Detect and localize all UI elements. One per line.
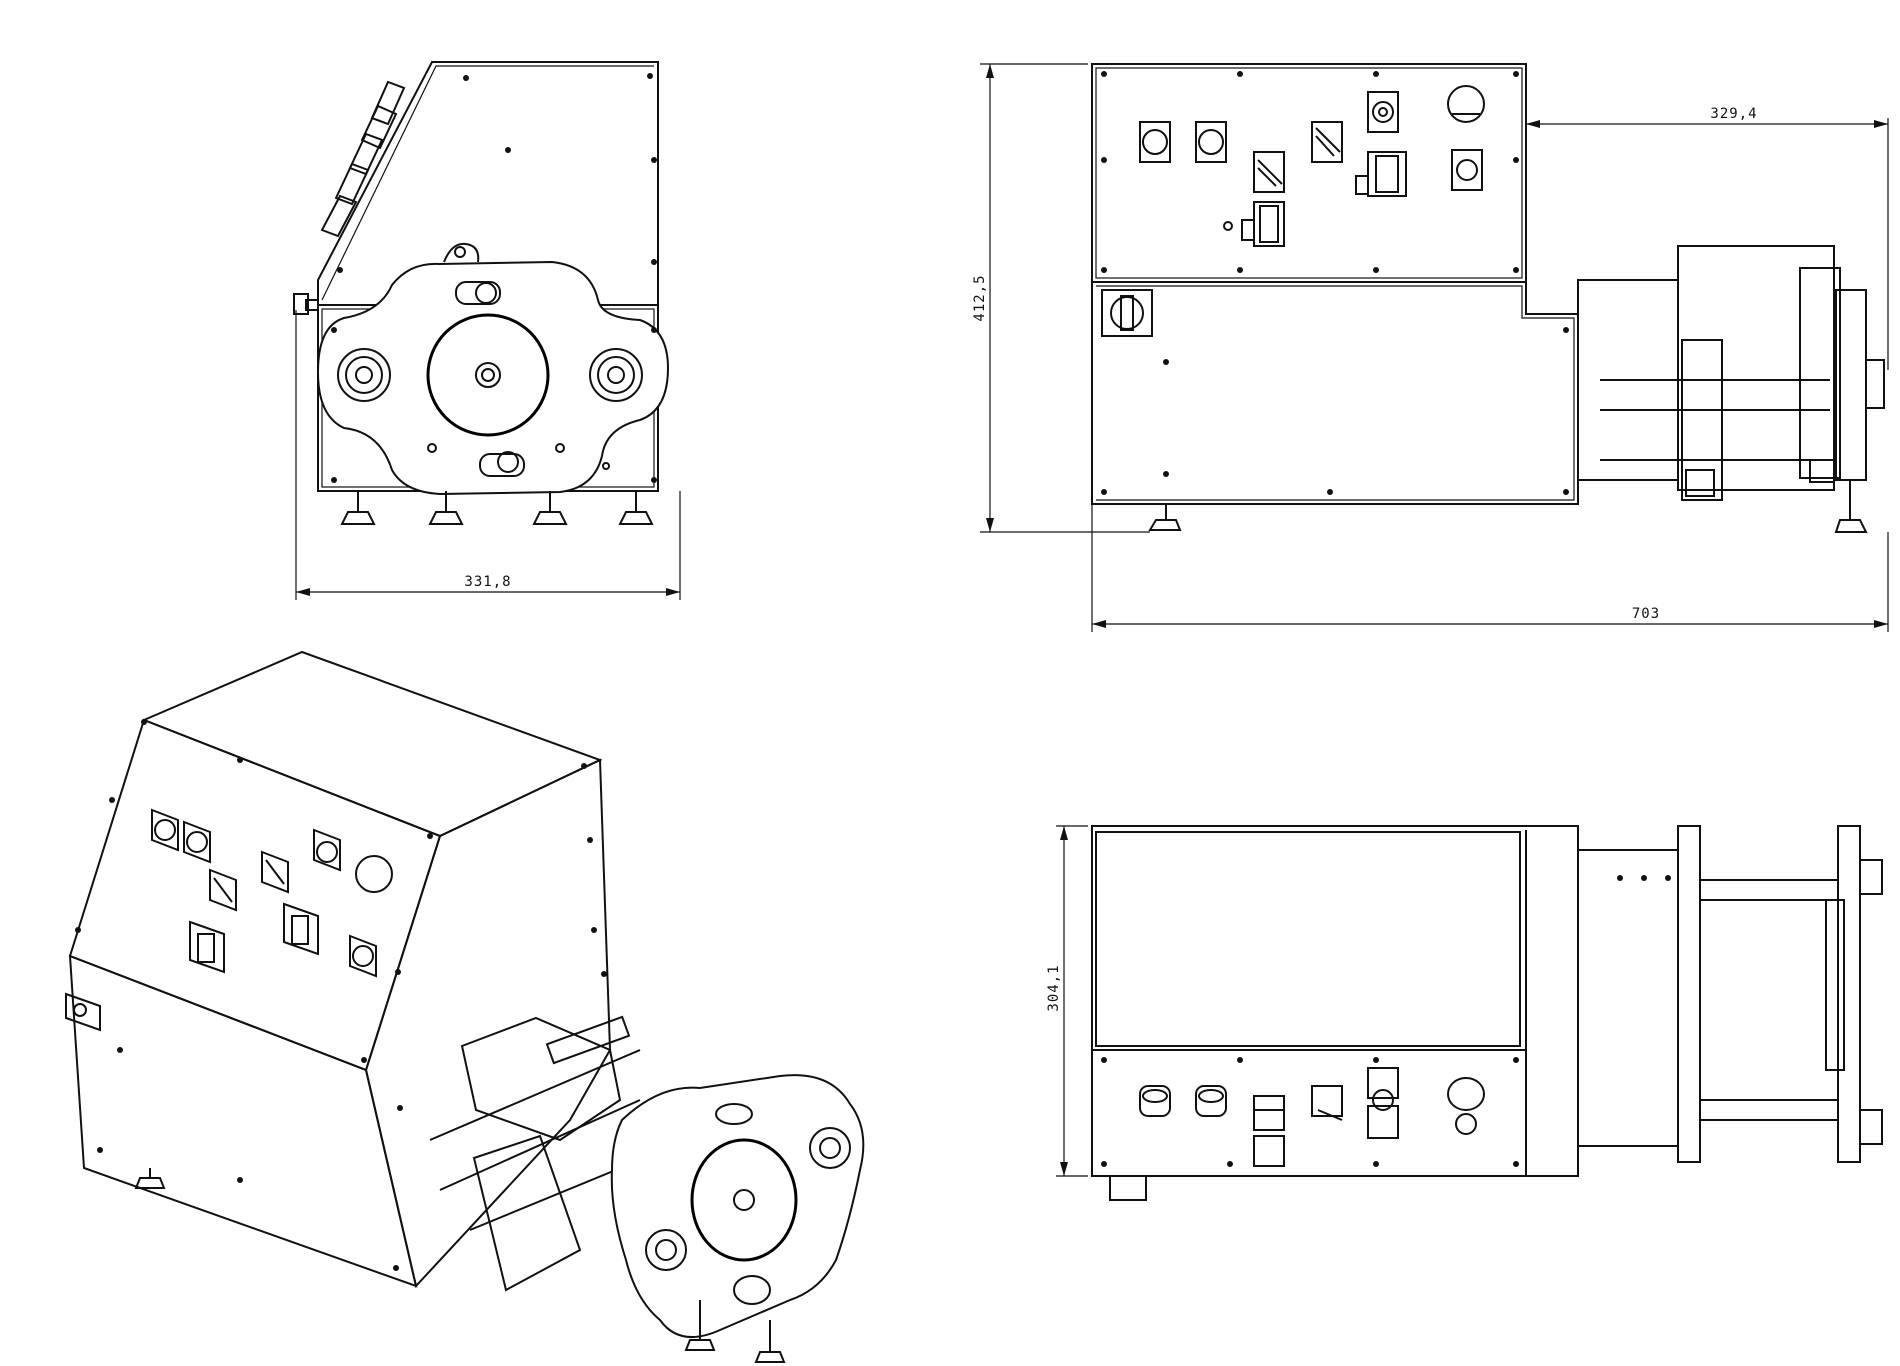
side-view-slope-buttons (320, 80, 406, 238)
front-view-main-switch (1101, 289, 1153, 337)
front-view: 412,5 329,4 703 (972, 63, 1889, 632)
dimension-front-extension: 329,4 (1525, 106, 1889, 370)
side-view: 331,8 (293, 61, 681, 600)
isometric-view-drive-unit (429, 1015, 865, 1363)
top-view-controls (1139, 1067, 1485, 1167)
front-view-panel-controls (1139, 85, 1485, 247)
dimension-front-height: 412,5 (972, 63, 1150, 533)
front-view-drive-unit (1577, 245, 1885, 501)
dimension-front-length: 703 (1091, 504, 1889, 632)
side-view-rivets (331, 73, 657, 483)
isometric-view-panel-controls (151, 808, 393, 978)
isometric-view (65, 650, 865, 1363)
top-view-rivets (1101, 1057, 1519, 1167)
side-view-feet (340, 491, 654, 525)
isometric-view-rivets (75, 719, 607, 1271)
dimension-side-width: 331,8 (295, 310, 681, 600)
dimension-front-length-label: 703 (1632, 606, 1660, 622)
dimension-top-depth: 304,1 (1046, 825, 1088, 1177)
top-view: 304,1 (1046, 825, 1883, 1201)
dimension-top-depth-label: 304,1 (1046, 964, 1062, 1011)
dimension-front-extension-label: 329,4 (1710, 106, 1757, 122)
dimension-side-width-label: 331,8 (464, 574, 511, 590)
front-view-rivets (1101, 71, 1569, 495)
top-view-drive-unit (1577, 825, 1883, 1163)
dimension-front-height-label: 412,5 (972, 274, 988, 321)
